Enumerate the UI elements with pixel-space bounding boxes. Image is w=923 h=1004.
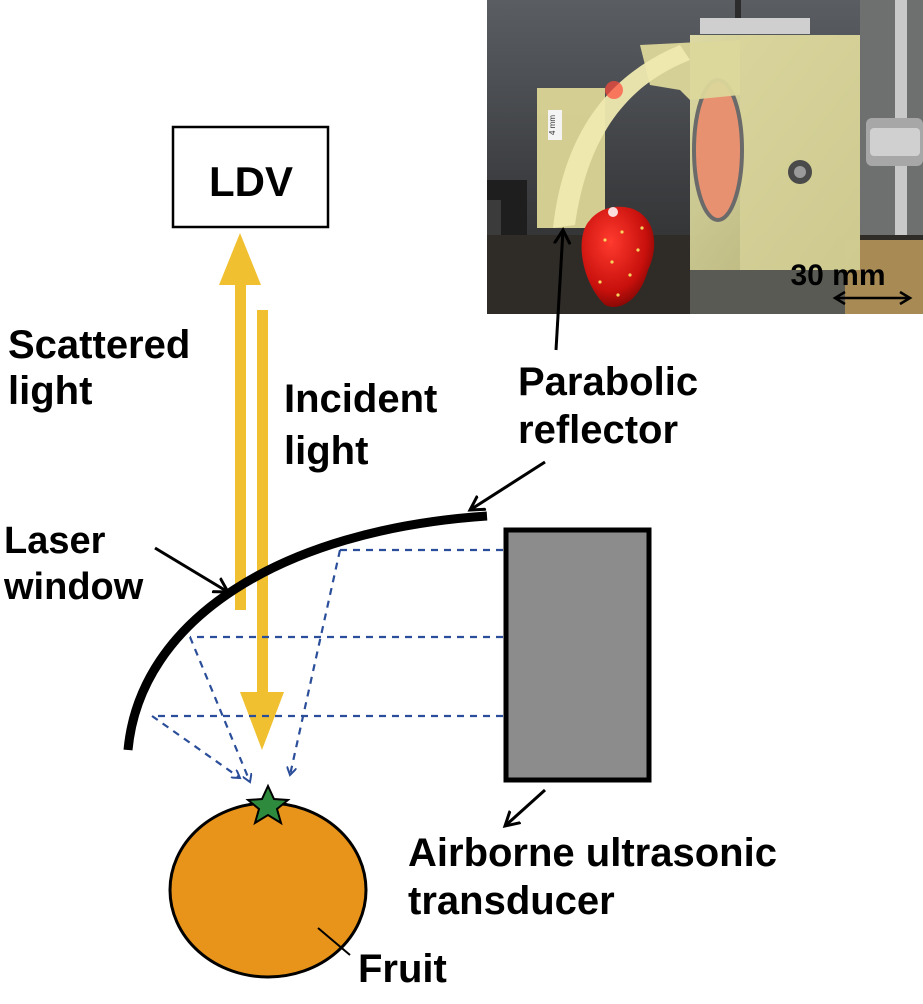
reflector-arrow bbox=[470, 460, 546, 510]
scale-bar-label: 30 mm bbox=[790, 259, 885, 292]
photo-tag: 4 mm bbox=[548, 115, 557, 135]
parabolic-reflector-label-line1: Parabolic bbox=[518, 360, 698, 404]
laser-window-label-line1: Laser bbox=[4, 520, 106, 562]
transducer-arrow bbox=[505, 788, 547, 826]
transducer-box bbox=[503, 527, 652, 783]
ultrasound-paths bbox=[151, 548, 503, 782]
photo-inset: 4 mm 30 mm bbox=[487, 0, 923, 351]
strawberry-photo bbox=[581, 206, 655, 307]
scattered-light-label-line2: light bbox=[8, 369, 92, 413]
incident-light-beam bbox=[240, 310, 284, 750]
parabolic-reflector-label-line2: reflector bbox=[518, 408, 678, 452]
transducer-label-line1: Airborne ultrasonic bbox=[408, 831, 777, 875]
photo-reflector-arrow bbox=[556, 230, 563, 351]
incident-light-label-line2: light bbox=[284, 429, 368, 473]
fruit-leader-line bbox=[317, 927, 351, 956]
laser-window-label-line2: window bbox=[3, 566, 144, 608]
focus-point-star bbox=[245, 783, 291, 826]
incident-light-label-line1: Incident bbox=[284, 377, 437, 421]
parabolic-reflector-curve bbox=[123, 511, 488, 751]
transducer-label-line2: transducer bbox=[408, 879, 615, 923]
scattered-light-label-line1: Scattered bbox=[8, 323, 190, 367]
laser-window-arrow bbox=[154, 546, 228, 592]
fruit bbox=[168, 801, 368, 979]
scattered-light-beam bbox=[219, 233, 261, 610]
ldv-box bbox=[171, 125, 330, 229]
scale-bar-arrow bbox=[832, 290, 913, 306]
ldv-label: LDV bbox=[209, 158, 293, 205]
fruit-label: Fruit bbox=[358, 947, 447, 991]
